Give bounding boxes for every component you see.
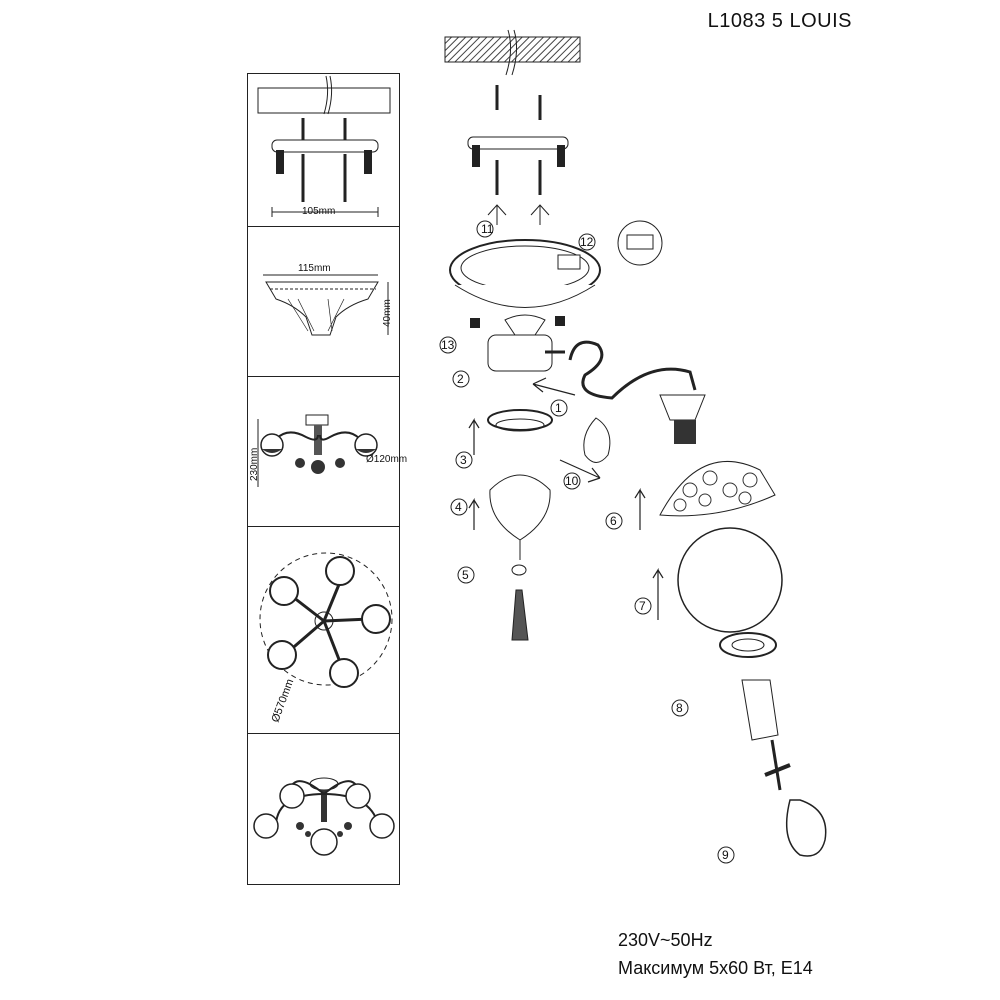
canopy-drawing: 115mm 40mm <box>263 263 393 336</box>
side-height: 230mm <box>249 448 260 481</box>
canopy-width: 115mm <box>298 263 331 274</box>
callout-10: 10 <box>565 474 579 488</box>
callout-3: 3 <box>460 453 467 467</box>
callout-11: 11 <box>481 222 494 236</box>
perspective-panel <box>248 734 399 886</box>
mounting-panel: 105mm <box>248 74 399 227</box>
callout-9: 9 <box>722 848 729 862</box>
callout-4: 4 <box>455 500 462 514</box>
callout-5: 5 <box>462 568 469 582</box>
callout-7: 7 <box>639 599 646 613</box>
callout-8: 8 <box>676 701 683 715</box>
callout-13: 13 <box>441 338 455 352</box>
side-view-panel: 230mm Ø120mm <box>248 377 407 527</box>
perspective-drawing <box>253 777 395 856</box>
mounting-dimension: 105mm <box>302 206 335 217</box>
shade-diameter: Ø120mm <box>366 454 407 465</box>
reference-panel-strip: 105mm 115mm 40mm 230mm <box>247 73 407 886</box>
model-title: L1083 5 LOUIS <box>707 10 852 32</box>
callout-1: 1 <box>555 401 562 415</box>
mounting-bracket-drawing: 105mm <box>257 75 391 217</box>
callout-2: 2 <box>457 372 464 386</box>
ceiling-block <box>444 36 581 63</box>
top-view-panel: Ø570mm <box>248 527 399 734</box>
canopy-height: 40mm <box>382 299 393 327</box>
side-view-drawing: 230mm Ø120mm <box>249 414 407 487</box>
canopy-panel: 115mm 40mm <box>248 227 399 377</box>
voltage-spec: 230V~50Hz <box>618 930 713 950</box>
terminal-detail-circle <box>617 220 663 266</box>
max-power-spec: Максимум 5x60 Вт, E14 <box>618 958 813 978</box>
top-view-drawing: Ø570mm <box>259 552 393 724</box>
callout-12: 12 <box>580 235 594 249</box>
callout-6: 6 <box>610 514 617 528</box>
